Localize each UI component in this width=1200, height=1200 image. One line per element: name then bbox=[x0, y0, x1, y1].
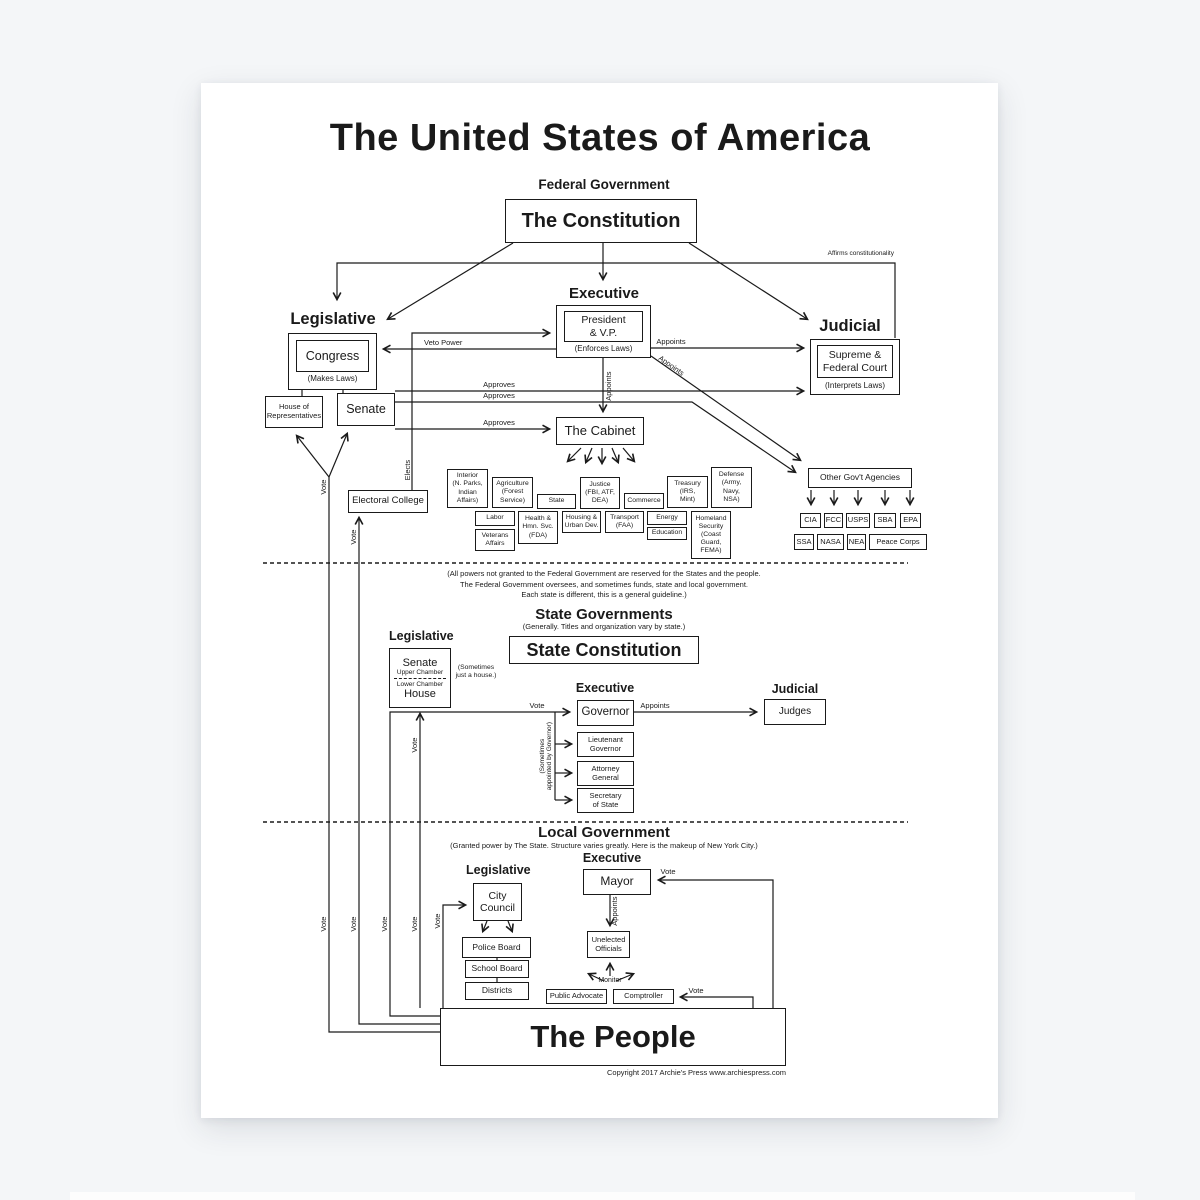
dept-labor-box: Labor bbox=[475, 511, 515, 526]
appointed-by-governor-note: (Sometimes appointed by Governor) bbox=[538, 722, 553, 791]
agency-epa-box: EPA bbox=[900, 513, 921, 528]
appoints-court-label: Appoints bbox=[656, 337, 686, 346]
elects-label: Elects bbox=[402, 459, 412, 481]
vote-label-state-leg: Vote bbox=[409, 737, 419, 753]
approves-cabinet-label: Approves bbox=[483, 418, 515, 427]
federal-executive-label: Executive bbox=[568, 285, 640, 302]
state-heading: State Governments bbox=[535, 606, 673, 623]
federal-judicial-label: Judicial bbox=[819, 317, 881, 335]
dept-agriculture-box: Agriculture (Forest Service) bbox=[492, 477, 533, 508]
poster-title: The United States of America bbox=[329, 117, 871, 159]
dept-energy-box: Energy bbox=[647, 511, 687, 525]
dept-commerce-box: Commerce bbox=[624, 493, 664, 509]
dept-veterans-box: Veterans Affairs bbox=[475, 529, 515, 551]
governor-box: Governor bbox=[577, 700, 634, 726]
vote-label-congress: Vote bbox=[318, 479, 328, 495]
affirms-label: Affirms constitutionality bbox=[827, 250, 894, 257]
approves-agencies-label: Approves bbox=[483, 391, 515, 400]
federal-heading: Federal Government bbox=[538, 177, 670, 192]
copyright-line: Copyright 2017 Archie's Press www.archie… bbox=[606, 1068, 786, 1077]
veto-power-label: Veto Power bbox=[424, 338, 463, 347]
lower-chamber-label: Lower Chamber bbox=[396, 680, 444, 688]
photo-edge bbox=[70, 1192, 1135, 1200]
monitor-label: Monitor bbox=[598, 977, 622, 984]
unelected-officials-box: Unelected Officials bbox=[587, 931, 630, 958]
dept-housing-box: Housing & Urban Dev. bbox=[562, 511, 601, 533]
congress-note: (Makes Laws) bbox=[307, 374, 358, 383]
cabinet-box: The Cabinet bbox=[556, 417, 644, 445]
lieutenant-governor-box: Lieutenant Governor bbox=[577, 732, 634, 757]
vote-label-1: Vote bbox=[318, 916, 328, 932]
states-reserved-note: (All powers not granted to the Federal G… bbox=[447, 569, 761, 599]
school-board-box: School Board bbox=[465, 960, 529, 978]
secretary-of-state-box: Secretary of State bbox=[577, 788, 634, 813]
agency-peace-corps-box: Peace Corps bbox=[869, 534, 927, 550]
state-constitution-box: State Constitution bbox=[509, 636, 699, 664]
dept-defense-box: Defense (Army, Navy, NSA) bbox=[711, 467, 752, 508]
congress-box: Congress bbox=[296, 340, 369, 372]
constitution-box: The Constitution bbox=[505, 199, 697, 243]
state-legislative-label: Legislative bbox=[389, 629, 454, 643]
districts-box: Districts bbox=[465, 982, 529, 1000]
the-people-box: The People bbox=[440, 1008, 786, 1066]
agency-sba-box: SBA bbox=[874, 513, 896, 528]
federal-legislative-label: Legislative bbox=[290, 310, 376, 328]
state-senate-label: Senate bbox=[402, 656, 438, 669]
comptroller-box: Comptroller bbox=[613, 989, 674, 1004]
local-heading: Local Government bbox=[538, 824, 670, 841]
other-agencies-box: Other Gov't Agencies bbox=[808, 468, 912, 488]
electoral-college-box: Electoral College bbox=[348, 490, 428, 513]
agency-usps-box: USPS bbox=[846, 513, 870, 528]
dept-interior-box: Interior (N. Parks, Indian Affairs) bbox=[447, 469, 488, 508]
chamber-divider bbox=[394, 677, 446, 679]
vote-label-electoral: Vote bbox=[348, 529, 358, 545]
local-legislative-label: Legislative bbox=[466, 863, 531, 877]
agency-cia-box: CIA bbox=[800, 513, 821, 528]
vote-label-governor: Vote bbox=[529, 701, 545, 710]
judges-box: Judges bbox=[764, 699, 826, 725]
supreme-court-box: Supreme & Federal Court bbox=[817, 345, 893, 378]
appoints-label-judges: Appoints bbox=[640, 701, 670, 710]
agency-fcc-box: FCC bbox=[824, 513, 843, 528]
house-box: House of Representatives bbox=[265, 396, 323, 428]
vote-label-2: Vote bbox=[348, 916, 358, 932]
state-subheading: (Generally. Titles and organization vary… bbox=[522, 622, 686, 631]
dept-treasury-box: Treasury (IRS, Mint) bbox=[667, 476, 708, 508]
dept-justice-box: Justice (FBI, ATF, DEA) bbox=[580, 477, 620, 509]
approves-court-label: Approves bbox=[483, 380, 515, 389]
state-house-label: House bbox=[404, 687, 436, 700]
vote-label-mayor: Vote bbox=[660, 867, 676, 876]
president-box: President & V.P. bbox=[564, 311, 643, 342]
public-advocate-box: Public Advocate bbox=[546, 989, 607, 1004]
state-judicial-label: Judicial bbox=[771, 682, 819, 696]
local-subheading: (Granted power by The State. Structure v… bbox=[450, 841, 758, 850]
court-note: (Interprets Laws) bbox=[824, 381, 886, 390]
dept-transport-box: Transport (FAA) bbox=[605, 511, 644, 533]
vote-label-4: Vote bbox=[409, 916, 419, 932]
upper-chamber-label: Upper Chamber bbox=[396, 668, 444, 676]
vote-label-5: Vote bbox=[432, 913, 442, 929]
agency-ssa-box: SSA bbox=[794, 534, 814, 550]
appoints-label-mayor: Appoints bbox=[609, 896, 619, 926]
president-note: (Enforces Laws) bbox=[574, 344, 633, 353]
city-council-box: City Council bbox=[473, 883, 522, 921]
vote-label-comptroller: Vote bbox=[688, 986, 704, 995]
sometimes-house-note: (Sometimes just a house.) bbox=[455, 664, 497, 679]
agency-nasa-box: NASA bbox=[817, 534, 844, 550]
police-board-box: Police Board bbox=[462, 937, 531, 958]
local-executive-label: Executive bbox=[582, 851, 642, 865]
agency-nea-box: NEA bbox=[847, 534, 866, 550]
state-legislature-box: Senate Upper Chamber Lower Chamber House bbox=[389, 648, 451, 708]
dept-education-box: Education bbox=[647, 527, 687, 540]
dept-state-box: State bbox=[537, 494, 576, 509]
state-executive-label: Executive bbox=[575, 681, 635, 695]
mayor-box: Mayor bbox=[583, 869, 651, 895]
dept-homeland-box: Homeland Security (Coast Guard, FEMA) bbox=[691, 511, 731, 559]
appoints-cabinet-label: Appoints bbox=[603, 371, 613, 401]
dept-health-box: Health & Hmn. Svc. (FDA) bbox=[518, 511, 558, 544]
senate-box: Senate bbox=[337, 393, 395, 426]
attorney-general-box: Attorney General bbox=[577, 761, 634, 786]
vote-label-3: Vote bbox=[379, 916, 389, 932]
